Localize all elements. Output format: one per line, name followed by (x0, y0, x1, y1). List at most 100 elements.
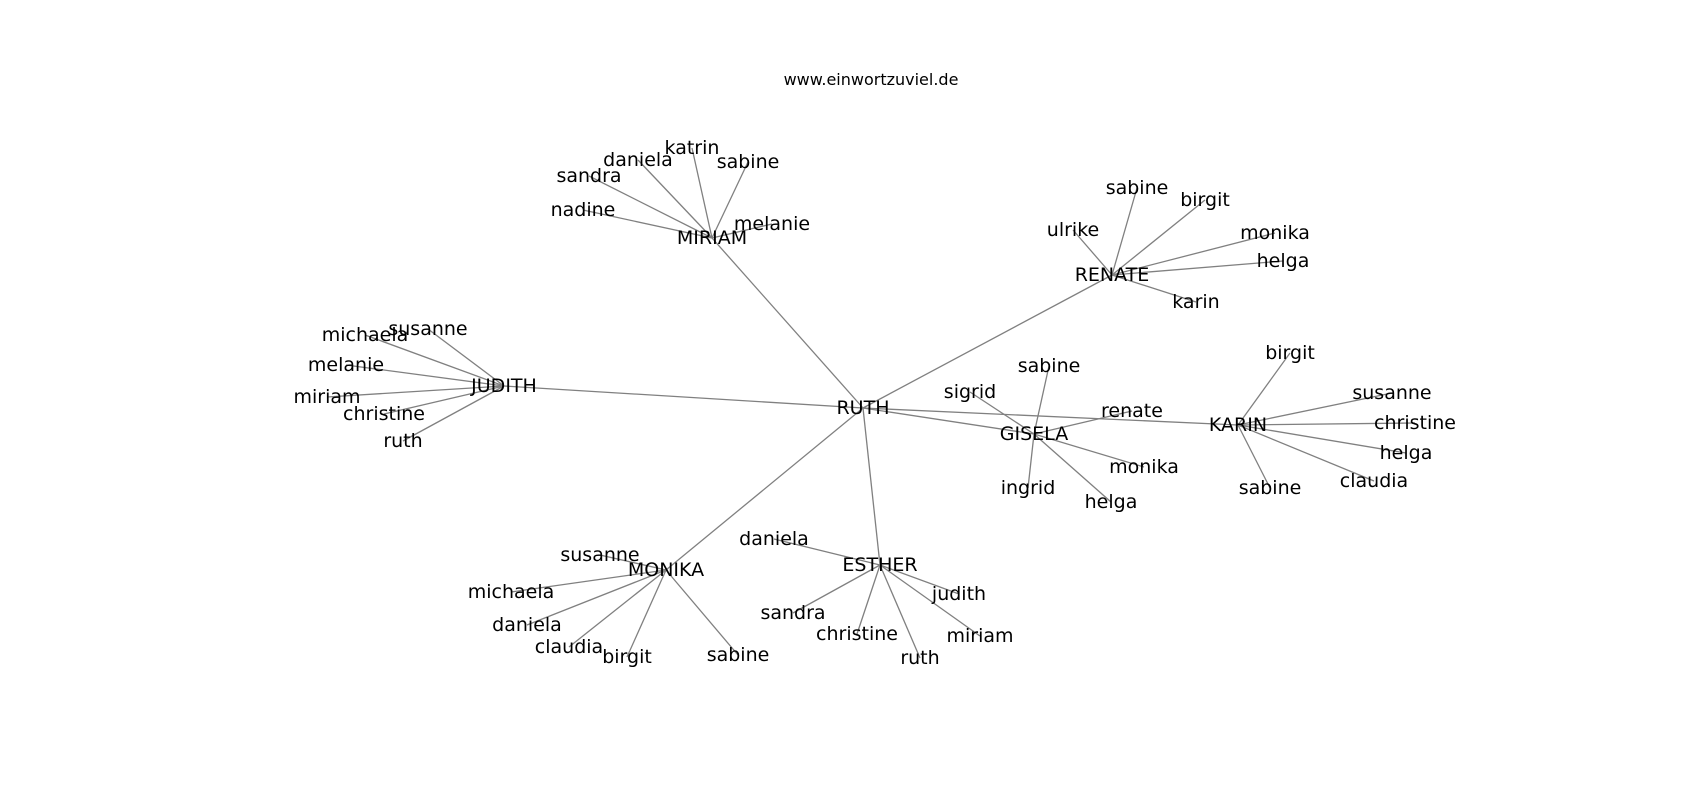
leaf-node-esther-miriam: miriam (946, 625, 1013, 647)
edge-karin-christine (1237, 422, 1416, 426)
leaf-node-miriam-nadine: nadine (551, 199, 616, 221)
site-title: www.einwortzuviel.de (783, 70, 959, 89)
leaf-node-renate-birgit: birgit (1180, 189, 1230, 211)
edge-center-gisela (862, 407, 1035, 435)
edge-judith-michaela (364, 334, 505, 387)
edge-center-karin (862, 407, 1239, 426)
edge-karin-sabine (1237, 424, 1271, 489)
edge-gisela-renate (1033, 410, 1133, 435)
leaf-node-renate-helga: helga (1257, 250, 1310, 272)
edge-karin-susanne (1237, 392, 1393, 426)
edge-esther-daniela (773, 538, 881, 566)
leaf-node-miriam-melanie: melanie (734, 213, 810, 235)
edge-monika-susanne (599, 554, 667, 571)
leaf-node-renate-ulrike: ulrike (1047, 219, 1099, 241)
edge-esther-judith (879, 564, 960, 595)
edge-judith-susanne (427, 328, 505, 387)
leaf-node-monika-michaela: michaela (468, 581, 555, 603)
edge-gisela-sabine (1033, 365, 1050, 435)
leaf-node-judith-melanie: melanie (308, 354, 384, 376)
edge-esther-christine (856, 564, 881, 635)
leaf-node-gisela-sabine: sabine (1018, 355, 1081, 377)
leaf-node-gisela-monika: monika (1109, 456, 1179, 478)
center-node-ruth: RUTH (836, 397, 889, 419)
edge-miriam-daniela (637, 159, 713, 239)
leaf-node-gisela-helga: helga (1085, 491, 1138, 513)
leaf-node-monika-susanne: susanne (560, 544, 639, 566)
leaf-node-renate-karin: karin (1172, 291, 1219, 313)
hub-node-monika: MONIKA (628, 559, 704, 581)
edge-monika-daniela (526, 569, 667, 626)
leaf-node-renate-sabine: sabine (1106, 177, 1169, 199)
hub-node-renate: RENATE (1075, 264, 1150, 286)
leaf-node-judith-miriam: miriam (293, 386, 360, 408)
leaf-node-miriam-daniela: daniela (603, 149, 673, 171)
edge-center-renate (862, 274, 1113, 409)
leaf-node-esther-daniela: daniela (739, 528, 809, 550)
edge-esther-ruth (879, 564, 921, 659)
leaf-node-renate-monika: monika (1240, 222, 1310, 244)
hub-node-karin: KARIN (1209, 414, 1267, 436)
leaf-node-esther-ruth: ruth (900, 647, 939, 669)
edge-gisela-monika (1033, 433, 1145, 468)
edge-miriam-nadine (582, 209, 713, 239)
leaf-node-gisela-renate: renate (1101, 400, 1163, 422)
leaf-node-karin-claudia: claudia (1340, 470, 1408, 492)
leaf-node-gisela-sigrid: sigrid (944, 381, 996, 403)
leaf-node-monika-daniela: daniela (492, 614, 562, 636)
hub-node-miriam: MIRIAM (677, 227, 747, 249)
edge-esther-miriam (879, 564, 981, 637)
leaf-node-esther-sandra: sandra (760, 602, 825, 624)
edge-center-monika (665, 407, 864, 571)
edge-renate-birgit (1111, 199, 1206, 276)
hub-node-esther: ESTHER (842, 554, 917, 576)
edge-karin-claudia (1237, 424, 1375, 482)
hub-node-judith: JUDITH (470, 375, 537, 397)
edge-renate-karin (1111, 274, 1197, 303)
leaf-node-karin-birgit: birgit (1265, 342, 1315, 364)
edge-miriam-melanie (711, 223, 773, 239)
leaf-node-monika-birgit: birgit (602, 646, 652, 668)
edge-miriam-sabine (711, 161, 749, 239)
edge-miriam-sandra (588, 175, 713, 239)
leaf-node-judith-michaela: michaela (322, 324, 409, 346)
edge-renate-sabine (1111, 187, 1138, 276)
edge-monika-michaela (510, 569, 667, 593)
edge-renate-ulrike (1072, 229, 1113, 276)
edge-monika-birgit (626, 569, 667, 658)
edge-renate-monika (1111, 232, 1276, 276)
edge-judith-miriam (326, 385, 505, 398)
leaf-node-karin-sabine: sabine (1239, 477, 1302, 499)
leaf-node-esther-christine: christine (816, 623, 898, 645)
leaf-node-judith-christine: christine (343, 403, 425, 425)
edge-judith-ruth (402, 385, 505, 442)
edge-esther-sandra (792, 564, 881, 614)
edge-center-esther (862, 407, 881, 566)
leaf-node-monika-claudia: claudia (535, 636, 603, 658)
leaf-node-karin-helga: helga (1380, 442, 1433, 464)
edge-gisela-ingrid (1027, 433, 1035, 489)
hub-node-gisela: GISELA (1000, 423, 1068, 445)
graph-edges (326, 147, 1416, 659)
edge-karin-birgit (1237, 352, 1291, 426)
edge-judith-christine (383, 385, 505, 415)
edge-center-miriam (711, 237, 864, 409)
leaf-node-esther-judith: judith (931, 583, 986, 605)
edge-gisela-helga (1033, 433, 1112, 503)
leaf-node-miriam-sabine: sabine (717, 151, 780, 173)
leaf-node-miriam-katrin: katrin (665, 137, 720, 159)
leaf-node-judith-ruth: ruth (383, 430, 422, 452)
edge-judith-melanie (345, 364, 505, 387)
leaf-node-karin-christine: christine (1374, 412, 1456, 434)
edge-center-judith (503, 385, 864, 409)
leaf-node-karin-susanne: susanne (1352, 382, 1431, 404)
edge-gisela-sigrid (969, 391, 1035, 435)
edge-miriam-katrin (691, 147, 713, 239)
edge-monika-sabine (665, 569, 739, 656)
leaf-node-monika-sabine: sabine (707, 644, 770, 666)
leaf-node-gisela-ingrid: ingrid (1001, 477, 1056, 499)
edge-renate-helga (1111, 260, 1284, 276)
edge-karin-helga (1237, 424, 1407, 454)
